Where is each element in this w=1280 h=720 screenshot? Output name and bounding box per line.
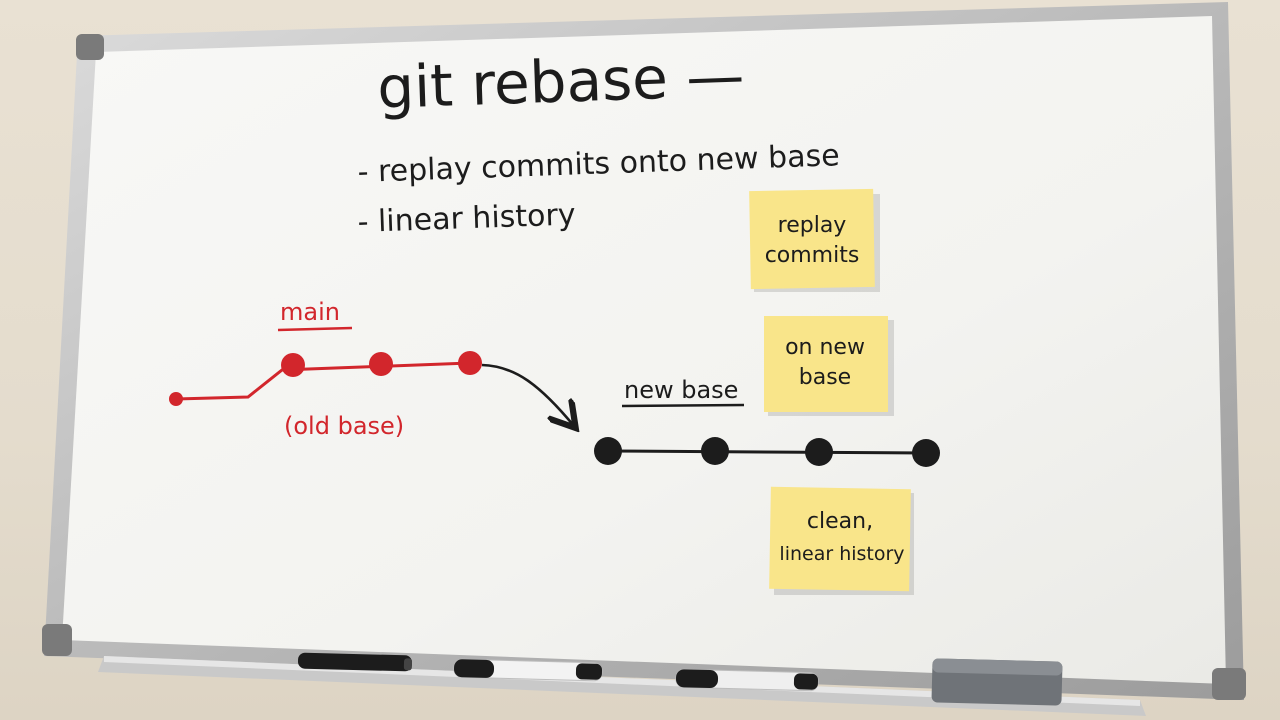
corner-cap [76,34,104,60]
eraser[interactable] [931,658,1063,706]
board-bullet: - linear history [357,197,576,240]
commit-node [701,437,729,465]
main-branch: main (old base) [169,298,482,440]
new-base-label: new base [624,376,738,404]
board-surface [62,16,1226,684]
main-label-underline [277,326,353,332]
sticky-note-1: replay commits [749,188,880,292]
sticky-note-text: base [799,365,851,390]
rebase-arrow [481,363,574,426]
commit-node [912,439,940,467]
sticky-note-text: commits [765,243,860,268]
main-branch-label: main [280,298,340,326]
commit-node [369,352,393,376]
sticky-note-2: on new base [764,316,894,416]
sticky-note-3: clean, linear history [769,486,914,595]
commit-node [281,353,305,377]
commit-node [594,437,622,465]
corner-cap [42,624,72,656]
board-title: git rebase — [376,41,745,122]
sticky-note-text: on new [785,335,865,360]
commit-node [805,438,833,466]
whiteboard [42,2,1246,700]
sticky-note-text: clean, [807,509,873,534]
commit-dot [169,392,183,406]
commit-node [458,351,482,375]
board-writing: git rebase — - replay commits onto new b… [357,41,840,240]
sticky-note-text: linear history [779,543,904,565]
black-marker[interactable] [453,658,603,682]
black-marker[interactable] [297,652,413,672]
new-base-line [607,449,927,455]
sticky-note-text: replay [778,213,847,238]
new-base-underline [621,403,745,408]
old-base-label: (old base) [284,412,404,440]
new-base-branch: new base [594,376,940,467]
corner-cap [1212,668,1246,700]
black-marker[interactable] [675,668,819,692]
